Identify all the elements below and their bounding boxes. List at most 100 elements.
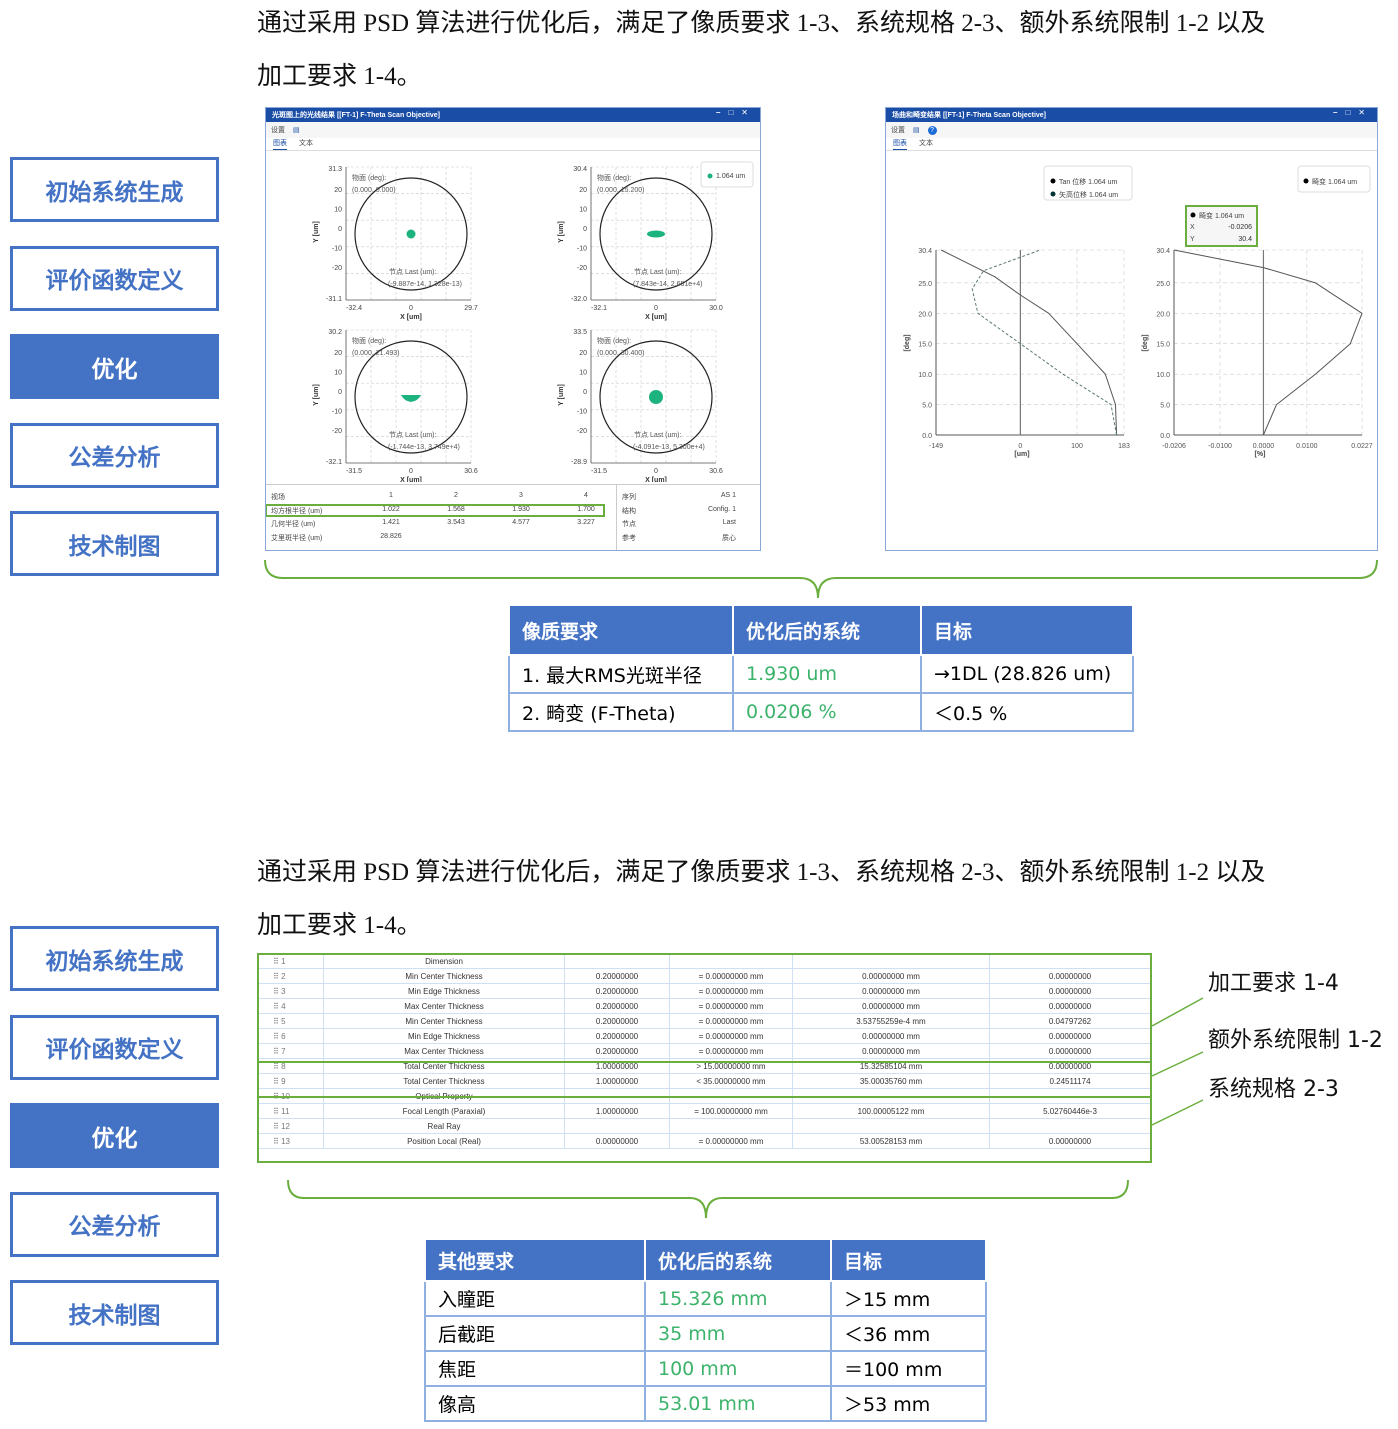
tab-chart[interactable]: 图表 [273,138,287,150]
row-number: 13 [281,1136,290,1146]
cell: ＞15 mm [830,1280,987,1317]
node-value: (7.843e-14, 2.651e+4) [633,281,702,288]
y-tick-label: 10 [579,370,587,377]
spot-table-cell: 1.700 [577,505,595,513]
spot-table-cell: 1.930 [512,505,530,513]
field-value: (0.000, 21.493) [352,350,399,357]
y-tick-label: 30.2 [328,329,342,336]
list-icon[interactable]: ▤ [913,127,920,134]
settings-menu[interactable]: 设置 [891,127,905,134]
nav-button[interactable]: 公差分析 [10,422,219,488]
list-icon[interactable]: ▤ [293,127,300,134]
nav-button[interactable]: 评价函数定义 [10,1014,219,1080]
drag-handle[interactable]: ⠿ 7 [258,1043,324,1059]
spot-table-cell: 几何半径 (um) [271,521,316,528]
settings-menu[interactable]: 设置 [271,127,285,134]
spot-table-cell: 1.022 [382,505,400,513]
x-axis-label: X [um] [645,477,667,482]
x-tick-label: -31.5 [346,468,362,475]
spot-table-cell: 均方根半径 (um) [271,507,323,515]
y-tick-label: 20.0 [1156,311,1170,318]
spec-highlight [257,1096,1152,1163]
col-header: 优化后的系统 [644,1238,832,1282]
side-label: 系统规格 2-3 [1208,1077,1339,1102]
nav-button[interactable]: 初始系统生成 [10,926,219,991]
legend-box [1297,165,1371,193]
spot-table-cell: 视场 [271,494,285,501]
x-tick-label: -31.5 [591,468,607,475]
cell: ＜36 mm [830,1315,987,1352]
cell: 后截距 [424,1315,646,1352]
x-tick-label: 0 [654,468,658,475]
row-number: 9 [281,1076,286,1086]
airy-circle [599,177,713,291]
nav-button[interactable]: 初始系统生成 [10,157,219,222]
x-tick-label: 0 [1018,443,1022,450]
legend-text: Tan 位移 1.064 um [1059,177,1118,186]
field-value: (0.000, 30.400) [597,350,644,357]
y-tick-label: 30.4 [1156,248,1170,255]
y-tick-label: -20 [577,428,587,435]
nav-button[interactable]: 技术制图 [10,511,219,576]
node-label: 节点 Last (um): [389,431,437,439]
help-icon[interactable]: ? [927,125,937,135]
tab-chart[interactable]: 图表 [893,138,907,150]
x-tick-label: 0 [409,468,413,475]
row-number: 12 [281,1121,290,1131]
cell: 1. 最大RMS光斑半径 [508,654,734,694]
y-tick-label: -20 [332,265,342,272]
side-label: 额外系统限制 1-2 [1208,1028,1383,1053]
nav-button[interactable]: 优化 [10,1103,219,1168]
tab-text[interactable]: 文本 [299,140,313,147]
field-value: (0.000, 15.200) [597,187,644,194]
row-number: 8 [281,1061,286,1071]
y-tick-label: 20 [579,187,587,194]
nav-button[interactable]: 评价函数定义 [10,245,219,311]
rms-highlight-box [266,504,605,517]
node-value: (-9.887e-14, 1.328e-13) [388,281,462,288]
distortion-chart: 30.425.020.015.010.05.00.0-0.0206-0.0100… [1142,248,1373,458]
x-tick-label: 30.0 [709,305,723,312]
nav-button[interactable]: 技术制图 [10,1280,219,1345]
y-tick-label: -10 [577,246,587,253]
spot-table-cell: 4.577 [512,519,530,526]
window-controls[interactable]: –□✕ [716,108,756,117]
col-header: 目标 [920,604,1134,656]
y-tick-label: 30.4 [573,166,587,173]
legend-marker [1303,178,1309,184]
y-tick-label: 31.3 [328,166,342,173]
nav-button[interactable]: 优化 [10,334,219,399]
x-tick-label: -0.0100 [1208,443,1232,450]
row-number: 4 [281,1001,286,1011]
y-tick-label: 5.0 [922,403,932,410]
cell: 2. 畸变 (F-Theta) [508,692,734,732]
nav-button[interactable]: 公差分析 [10,1191,219,1257]
legend-text: 1.064 um [716,173,745,180]
cell: 35 mm [644,1315,832,1352]
info-cell: Last [722,519,736,526]
row-number: 11 [281,1106,290,1116]
x-tick-label: 0.0227 [1351,443,1373,450]
x-tick-label: 0 [654,305,658,312]
x-tick-label: 100 [1071,443,1083,450]
info-cell: 参考 [622,534,636,542]
x-axis-label: X [um] [645,314,667,321]
window-controls[interactable]: –□✕ [1333,108,1373,117]
tab-text[interactable]: 文本 [919,140,933,147]
y-tick-label: 10.0 [918,372,932,379]
col-header: 像质要求 [508,604,734,656]
spot-table-cell: 4 [584,492,588,499]
